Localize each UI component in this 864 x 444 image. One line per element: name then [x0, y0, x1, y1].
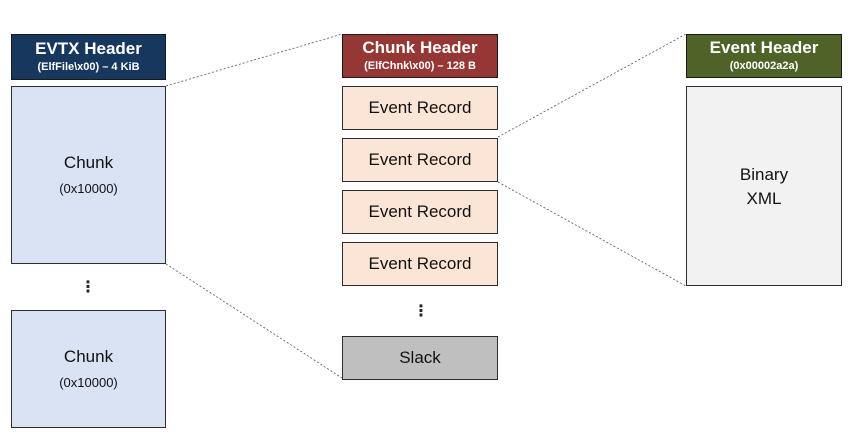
chunk-header-title: Chunk Header	[362, 38, 478, 57]
slack-box: Slack	[342, 336, 498, 380]
event-record: Event Record	[342, 190, 498, 234]
connector-record-to-binaryxml-bottom	[497, 181, 687, 287]
connector-chunk-to-slack-bottom	[165, 263, 343, 379]
chunk-header: Chunk Header (ElfChnk\x00) – 128 B	[342, 34, 498, 78]
binary-xml-line1: Binary	[739, 165, 789, 184]
chunk-box: Chunk (0x10000)	[11, 86, 166, 264]
event-record: Event Record	[342, 86, 498, 130]
ellipsis-left: ⋮	[80, 279, 96, 296]
ellipsis-middle: ⋮	[413, 303, 429, 320]
evtx-header: EVTX Header (ElfFile\x00) – 4 KiB	[11, 34, 166, 80]
event-record: Event Record	[342, 138, 498, 182]
chunk-box: Chunk (0x10000)	[11, 310, 166, 428]
binary-xml-line2: XML	[746, 189, 782, 208]
binary-xml-box: Binary XML	[686, 86, 842, 286]
chunk-header-subtitle: (ElfChnk\x00) – 128 B	[364, 60, 476, 72]
evtx-header-title: EVTX Header	[35, 39, 142, 58]
connector-chunk-to-chunkheader-top	[165, 33, 343, 87]
event-record: Event Record	[342, 242, 498, 286]
chunk-label: Chunk	[63, 153, 114, 172]
event-header-subtitle: (0x00002a2a)	[729, 60, 799, 72]
chunk-label: Chunk	[63, 347, 114, 366]
connector-record-to-eventheader-top	[497, 33, 687, 138]
chunk-size: (0x10000)	[59, 181, 118, 196]
event-header: Event Header (0x00002a2a)	[686, 34, 842, 78]
evtx-header-subtitle: (ElfFile\x00) – 4 KiB	[37, 61, 140, 73]
chunk-size: (0x10000)	[59, 375, 118, 390]
event-header-title: Event Header	[709, 38, 819, 57]
